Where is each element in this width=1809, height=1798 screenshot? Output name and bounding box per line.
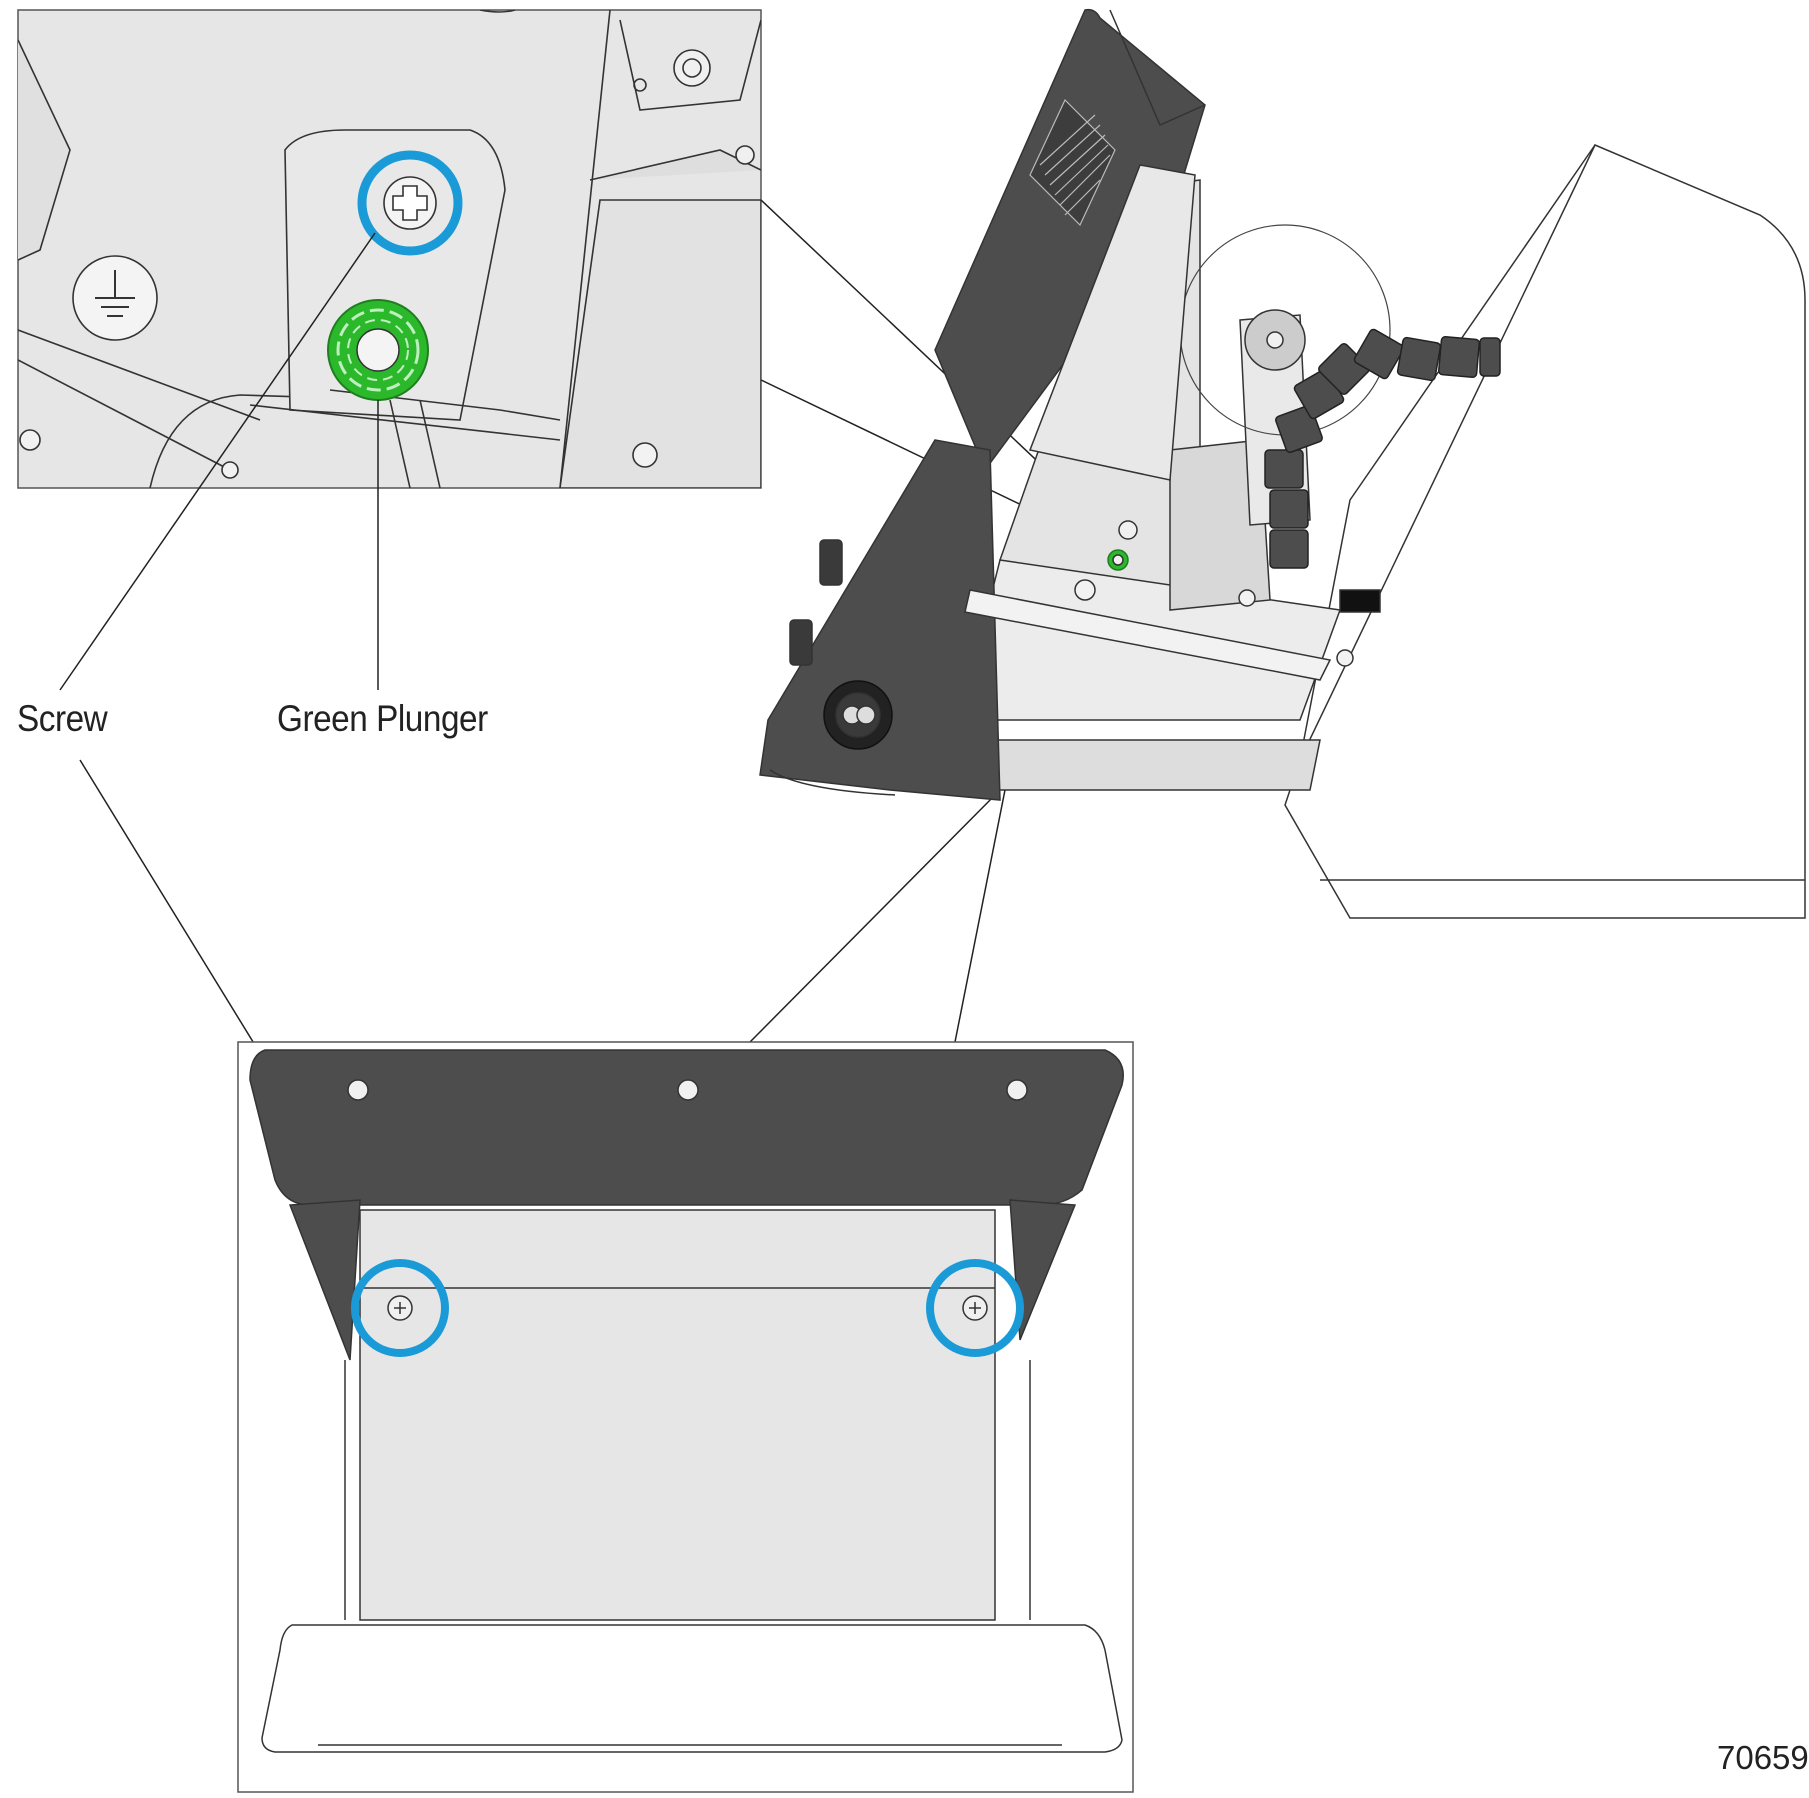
detail-inset: [17, 9, 762, 489]
green-plunger-icon: [327, 299, 429, 401]
figure-number: 70659: [1717, 1739, 1809, 1776]
screw-icon: [351, 1259, 449, 1357]
screw-icon: [926, 1259, 1024, 1357]
screw-label: Screw: [17, 698, 108, 739]
top-screw-icons: [347, 1079, 1028, 1101]
ground-symbol-icon: [72, 255, 158, 341]
bottom-view-inset: [237, 1041, 1134, 1793]
main-device: [759, 8, 1806, 919]
screw-icon: [357, 150, 463, 256]
green-plunger-label: Green Plunger: [277, 698, 488, 739]
